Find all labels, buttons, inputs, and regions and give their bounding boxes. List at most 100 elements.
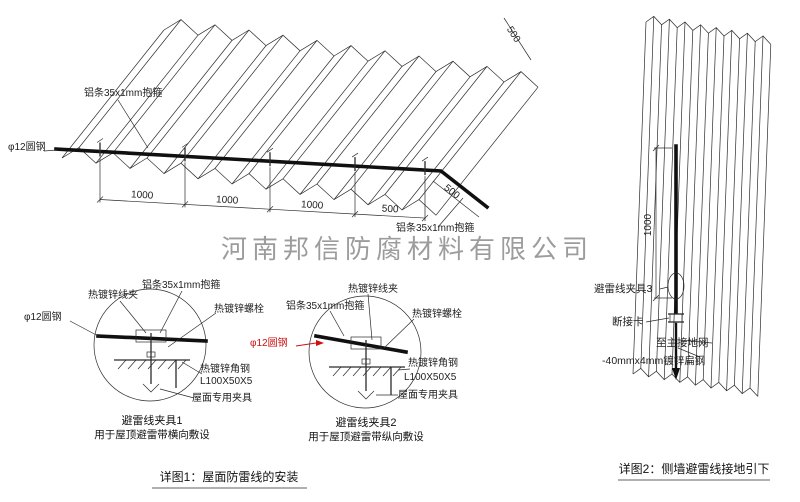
detail1-label-angle-steel: 热镀锌角钢	[200, 362, 250, 375]
wall-ridge-line	[632, 21, 647, 375]
detail1-hatch-line	[167, 359, 177, 370]
detail2-hatch-line	[362, 366, 372, 377]
wall-downlead-assembly: 1000 避雷线夹具3 断接卡 至主接地网 -40mmx4mm镀锌扁钢	[594, 144, 713, 380]
roof-side-dim-line	[432, 180, 480, 218]
wall-ground-arrowhead	[672, 368, 680, 380]
detail2-hatch-line	[382, 366, 392, 377]
detail1-wire	[96, 334, 208, 343]
detail2-label-wire-clamp: 热镀锌线夹	[348, 282, 398, 295]
detail-circle-1: 热镀锌线夹 铝条35x1mm抱箍 热镀锌螺栓 φ12圆钢 热镀锌角钢 L100X…	[24, 278, 264, 441]
roof-ridge-line	[282, 50, 386, 180]
detail2-round-steel-arrowhead	[316, 340, 324, 346]
detail2-label-round-steel: φ12圆钢	[250, 336, 288, 349]
roof-ridge-line	[146, 29, 250, 159]
roof-wire-clamps	[96, 138, 429, 176]
roof-ridge-line	[401, 81, 505, 211]
detail1-bolt-leader	[167, 312, 217, 348]
roof-ridge-line	[163, 45, 267, 174]
roof-dimension-lines	[96, 157, 429, 222]
wall-ridge-line	[726, 38, 740, 391]
wall-ridge-line	[710, 35, 725, 389]
detail1-circle-outline	[93, 288, 207, 402]
detail1-hatch-line	[137, 359, 147, 370]
detail2-label-roof-fastener: 屋面专用夹具	[398, 388, 458, 401]
roof-back-edge	[163, 19, 539, 88]
detail1-hatching	[117, 359, 187, 370]
roof-ridge-line	[112, 24, 216, 154]
wall-ridge-line	[679, 30, 694, 383]
roof-clamp-hook	[351, 152, 359, 158]
detail2-hatch-line	[352, 366, 362, 377]
detail2-hatch-line	[332, 366, 342, 377]
wall-ridge-line	[757, 44, 772, 397]
detail2-subtitle: 用于屋顶避雷带纵向敷设	[308, 430, 424, 443]
roof-dim-1000-b: 1000	[216, 194, 239, 206]
detail2-roof-fastener	[357, 390, 375, 400]
wall-clamp3-detail-ellipse	[667, 272, 685, 300]
wall-ridge-line	[671, 21, 686, 375]
wall-label-disconnect: 断接卡	[612, 315, 644, 328]
roof-ridge-line	[367, 76, 471, 206]
wall-to-ground-leader	[678, 339, 713, 344]
roof-ridge-line	[316, 55, 420, 185]
wall-ridge-line	[687, 24, 701, 377]
roof-corrugated-sheet	[61, 19, 539, 216]
roof-label-aluminum-strip-bottom: 铝条35x1mm抱箍	[396, 221, 474, 234]
detail1-title: 避雷线夹具1	[121, 413, 182, 427]
roof-lightning-wire	[54, 147, 490, 210]
detail-circle-2: 铝条35x1mm抱箍 热镀锌线夹 热镀锌螺栓 φ12圆钢 热镀锌角钢 L100X…	[250, 282, 462, 443]
roof-ridge-line	[214, 40, 318, 169]
roof-dim-1000-c: 1000	[301, 199, 324, 211]
wall-disconnect-leader	[645, 317, 670, 323]
detail1-angle-leader	[181, 361, 203, 375]
detail1-hatch-line	[177, 359, 187, 370]
roof-clamp-hook	[421, 156, 429, 162]
roof-strip-bottom-leader	[437, 197, 464, 228]
wall-dim-1000: 1000	[643, 213, 654, 236]
caption-figure-1: 详图1：屋面防雷线的安装	[160, 469, 299, 484]
detail2-label-bolt: 热镀锌螺栓	[412, 307, 462, 320]
wall-label-to-ground: 至主接地网	[656, 336, 709, 349]
wall-ridge-line	[734, 33, 748, 386]
wall-ridge-line	[749, 35, 764, 389]
company-watermark: 河南邦信防腐材料有限公司	[221, 234, 593, 264]
roof-ridge-line	[384, 66, 488, 195]
wall-corrugated-sheet	[632, 15, 772, 397]
detail2-hatching	[332, 366, 402, 377]
detail2-hatch-line	[372, 366, 382, 377]
roof-dim-1000-a: 1000	[131, 189, 154, 201]
wall-flat-steel-leader	[677, 347, 701, 358]
detail1-subtitle: 用于屋顶避雷带横向敷设	[94, 428, 210, 441]
roof-front-edge	[61, 147, 437, 216]
detail1-label-bolt: 热镀锌螺栓	[214, 302, 264, 315]
detail2-hatch-line	[392, 366, 402, 377]
wall-ridge-line	[648, 24, 662, 377]
roof-clamp-hook	[96, 138, 104, 143]
roof-ridge-line	[78, 19, 182, 148]
roof-ridge-line	[248, 45, 352, 174]
roof-clamp-hook	[181, 143, 189, 148]
detail1-hatch-line	[147, 359, 157, 370]
detail2-circle-outline	[308, 295, 422, 409]
wall-ridge-line	[695, 33, 709, 386]
wall-ridge-line	[702, 27, 717, 380]
detail2-wire	[313, 333, 409, 355]
roof-round-steel-leader	[43, 149, 58, 152]
roof-dim-chain-line	[99, 199, 426, 219]
detail1-fastener-leader	[159, 388, 195, 399]
detail2-nut	[361, 358, 371, 365]
detail2-strip-leader	[329, 310, 345, 337]
wall-label-clamp3: 避雷线夹具3	[594, 282, 652, 295]
detail1-roof-fastener	[142, 383, 160, 393]
wall-ridge-line	[663, 27, 678, 380]
roof-ridge-line	[333, 71, 437, 200]
roof-label-round-steel: φ12圆钢	[8, 140, 46, 153]
roof-top-dim-line	[503, 17, 532, 61]
detail1-label-strip: 铝条35x1mm抱箍	[142, 278, 220, 291]
roof-strip-top-leader	[117, 99, 149, 149]
roof-dim-500: 500	[381, 204, 399, 216]
roof-ridge-line	[418, 71, 522, 200]
detail1-nut	[146, 351, 156, 358]
